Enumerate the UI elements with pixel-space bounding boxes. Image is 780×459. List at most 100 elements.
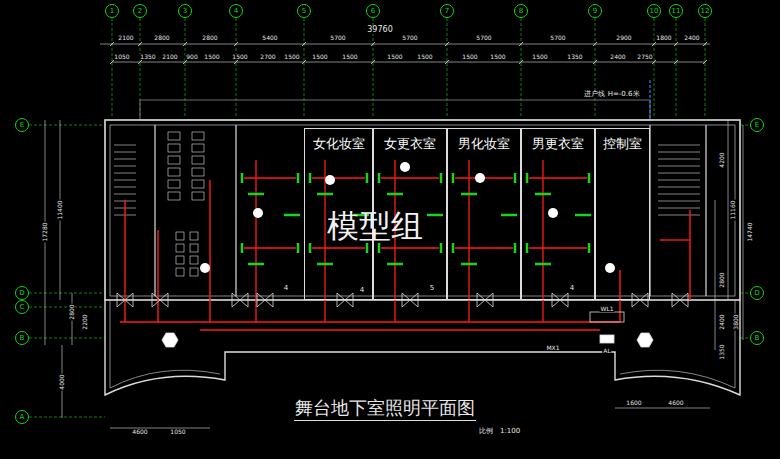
dim-tick bbox=[593, 42, 597, 46]
fluorescent-lamp bbox=[588, 243, 591, 253]
stair-tread bbox=[658, 159, 700, 160]
dim-tick bbox=[445, 60, 449, 64]
wire bbox=[324, 300, 325, 322]
stair-tread bbox=[114, 145, 136, 146]
axis-bubble: 10 bbox=[647, 4, 661, 18]
dimension-text: 1350 bbox=[139, 54, 156, 60]
dimension-text: 2800 bbox=[719, 271, 725, 288]
room-name: 男更衣室 bbox=[531, 137, 585, 150]
fluorescent-lamp bbox=[297, 173, 300, 183]
fluorescent-lamp bbox=[241, 243, 244, 253]
lamp-symbol bbox=[325, 175, 335, 185]
corridor-wall bbox=[110, 300, 220, 388]
dimension-text: 1350 bbox=[719, 343, 725, 360]
door-symbol bbox=[402, 293, 418, 307]
dim-tick bbox=[138, 60, 142, 64]
axis-label: 3 bbox=[183, 8, 187, 15]
dim-tick bbox=[703, 42, 707, 46]
door-symbol bbox=[672, 293, 688, 307]
dim-tick bbox=[110, 60, 114, 64]
fluorescent-lamp bbox=[378, 243, 381, 253]
fluorescent-lamp bbox=[514, 243, 517, 253]
fixture-box bbox=[176, 232, 184, 240]
annotation: 1:100 bbox=[499, 428, 521, 435]
axis-label: 4 bbox=[234, 8, 238, 15]
axis-bubble: B bbox=[750, 331, 764, 345]
wire bbox=[468, 160, 469, 300]
fixture-box bbox=[190, 268, 198, 276]
partition-wall bbox=[235, 125, 236, 296]
axis-label: E bbox=[755, 122, 759, 129]
axis-bubble: 9 bbox=[588, 4, 602, 18]
stair-tread bbox=[658, 201, 700, 202]
axis-bubble: A bbox=[15, 410, 29, 424]
axis-line bbox=[185, 18, 186, 118]
room-box: 男化妆室 bbox=[447, 128, 521, 300]
axis-label: 9 bbox=[593, 8, 597, 15]
axis-bubble: D bbox=[15, 286, 29, 300]
axis-line bbox=[236, 18, 237, 118]
dimension-text: 1500 bbox=[311, 54, 328, 60]
fluorescent-lamp bbox=[317, 193, 333, 196]
dim-tick bbox=[234, 60, 238, 64]
wire bbox=[381, 177, 439, 178]
wire bbox=[394, 300, 395, 322]
dimension-text: 2200 bbox=[82, 313, 88, 330]
dimension-text: 2100 bbox=[161, 54, 178, 60]
stair-tread bbox=[114, 166, 136, 167]
axis-label: 12 bbox=[701, 8, 710, 15]
fixture-box bbox=[168, 156, 180, 164]
fixture-box bbox=[190, 256, 198, 264]
door-symbol bbox=[337, 293, 353, 307]
annotation: 5 bbox=[429, 285, 435, 292]
lamp-symbol bbox=[548, 208, 558, 218]
wire bbox=[529, 177, 587, 178]
annotation: 4 bbox=[283, 285, 289, 292]
axis-label: A bbox=[20, 414, 25, 421]
stair-tread bbox=[658, 215, 700, 216]
service-line bbox=[649, 80, 650, 120]
dimension-text: 11160 bbox=[730, 199, 736, 220]
lamp-symbol bbox=[605, 263, 615, 273]
dimension-line bbox=[743, 125, 744, 340]
axis-line bbox=[740, 125, 750, 126]
wire bbox=[255, 160, 256, 300]
fixture-box bbox=[168, 168, 180, 176]
fluorescent-lamp bbox=[427, 214, 443, 217]
axis-label: D bbox=[19, 290, 24, 297]
stair-tread bbox=[114, 159, 136, 160]
dimension-text: 4600 bbox=[667, 400, 684, 406]
stair-tread bbox=[658, 194, 700, 195]
dimension-text: 4600 bbox=[131, 429, 148, 435]
fluorescent-lamp bbox=[452, 173, 455, 183]
dimension-text: 2400 bbox=[683, 35, 700, 41]
fluorescent-lamp bbox=[535, 193, 551, 196]
axis-bubble: 2 bbox=[133, 4, 147, 18]
stair-tread bbox=[658, 187, 700, 188]
stair-tread bbox=[658, 152, 700, 153]
axis-label: 11 bbox=[672, 8, 681, 15]
stair-tread bbox=[114, 152, 136, 153]
stair-tread bbox=[658, 208, 700, 209]
dimension-text: 3800 bbox=[733, 313, 739, 330]
dimension-text: 2800 bbox=[69, 303, 75, 320]
axis-label: 8 bbox=[519, 8, 523, 15]
dimension-text: 1500 bbox=[531, 54, 548, 60]
fixture-box bbox=[192, 132, 204, 140]
dimension-text: 2750 bbox=[636, 54, 653, 60]
axis-label: B bbox=[20, 335, 25, 342]
duct-outline bbox=[140, 100, 650, 120]
outer-wall bbox=[105, 120, 740, 300]
axis-bubble: 12 bbox=[698, 4, 712, 18]
dimension-text: 1500 bbox=[489, 54, 506, 60]
wire bbox=[255, 300, 256, 322]
axis-bubble: 8 bbox=[514, 4, 528, 18]
wire bbox=[124, 200, 125, 322]
dimension-text: 14740 bbox=[747, 221, 753, 242]
fixture-box bbox=[176, 244, 184, 252]
wire bbox=[381, 247, 439, 248]
axis-line bbox=[29, 125, 105, 126]
fluorescent-lamp bbox=[241, 173, 244, 183]
fluorescent-lamp bbox=[309, 243, 312, 253]
dimension-text: 5400 bbox=[261, 35, 278, 41]
